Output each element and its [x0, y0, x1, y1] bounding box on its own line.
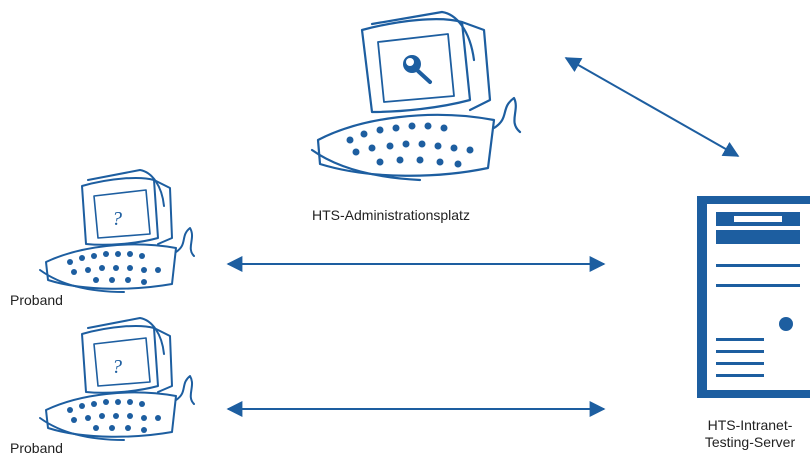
server-label-line1: HTS-Intranet- [707, 417, 793, 433]
admin-workstation-icon [310, 10, 522, 182]
proband-label-1: Proband [10, 292, 63, 308]
proband-workstation-icon-2: ? [39, 317, 195, 441]
svg-text:?: ? [112, 356, 122, 378]
svg-text:?: ? [112, 208, 122, 230]
proband-workstation-icon-1: ? [39, 169, 195, 293]
admin-server-connection-arrow [564, 57, 740, 157]
server-label: HTS-Intranet- Testing-Server [690, 417, 810, 451]
proband-label-2: Proband [10, 440, 63, 456]
admin-workstation-label: HTS-Administrationsplatz [312, 207, 470, 223]
server-label-line2: Testing-Server [704, 434, 796, 450]
server-tower-icon [697, 196, 810, 398]
